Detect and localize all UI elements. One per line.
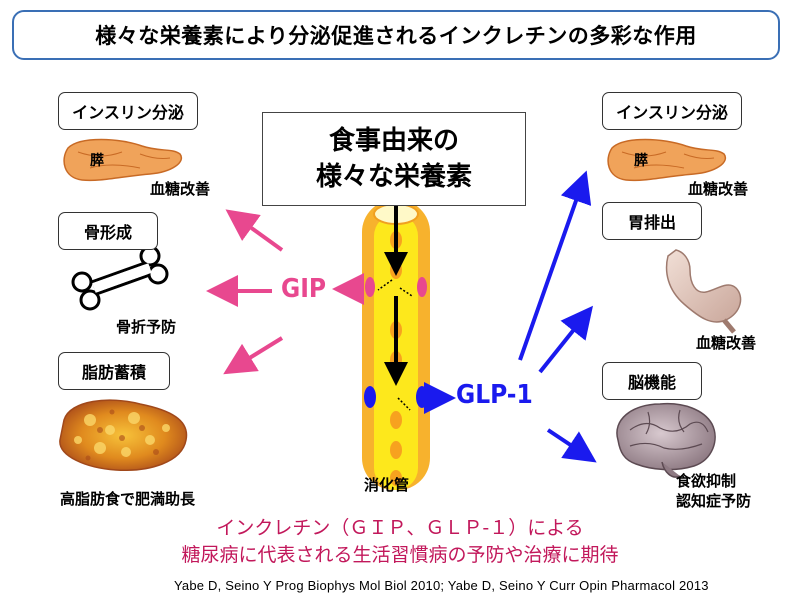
footer-line-2: 糖尿病に代表される生活習慣病の予防や治療に期待 — [181, 544, 619, 566]
nutrient-source-box: 食事由来の 様々な栄養素 — [262, 112, 526, 206]
left-fat-effect: 高脂肪食で肥満助長 — [60, 490, 196, 508]
right-gastric-box: 胃排出 — [602, 202, 702, 240]
right-pancreas-label: 膵 — [634, 153, 648, 169]
citation: Yabe D, Seino Y Prog Biophys Mol Biol 20… — [174, 578, 709, 593]
right-gastric-label: 胃排出 — [627, 213, 676, 232]
brain-icon — [616, 402, 716, 478]
glp1-arrows — [424, 170, 597, 463]
l-cell-left — [364, 386, 376, 408]
right-gastric-effect: 血糖改善 — [696, 334, 757, 352]
right-insulin-effect: 血糖改善 — [688, 180, 749, 198]
left-fat-label: 脂肪蓄積 — [81, 363, 146, 382]
title-box: 様々な栄養素により分泌促進されるインクレチンの多彩な作用 — [12, 10, 780, 60]
gip-arrows — [206, 209, 364, 375]
right-insulin-label: インスリン分泌 — [616, 103, 728, 122]
k-cell-right — [417, 277, 427, 297]
left-bone-effect: 骨折予防 — [116, 318, 177, 336]
left-bone-box: 骨形成 — [58, 212, 158, 250]
left-insulin-box: インスリン分泌 — [58, 92, 198, 130]
k-cell-left — [365, 277, 375, 297]
right-brain-label: 脳機能 — [627, 373, 676, 392]
left-bone-label: 骨形成 — [83, 223, 132, 242]
right-brain-effect-2: 認知症予防 — [676, 492, 752, 510]
nutrient-line-2: 様々な栄養素 — [315, 162, 472, 192]
pancreas-icon-left — [63, 138, 183, 182]
stomach-icon — [665, 249, 742, 334]
l-cell-right — [416, 386, 428, 408]
gut-label: 消化管 — [364, 476, 410, 494]
left-fat-box: 脂肪蓄積 — [58, 352, 170, 390]
gut-tube — [362, 200, 430, 490]
glp1-label: GLP-1 — [456, 380, 533, 410]
gip-label: GIP — [281, 274, 327, 304]
right-brain-effect-1: 食欲抑制 — [676, 472, 737, 490]
left-pancreas-label: 膵 — [90, 153, 104, 169]
pancreas-icon-right — [607, 138, 727, 182]
nutrient-line-1: 食事由来の — [328, 126, 459, 156]
right-brain-box: 脳機能 — [602, 362, 702, 400]
right-insulin-box: インスリン分泌 — [602, 92, 742, 130]
bone-icon — [71, 245, 169, 311]
footer-line-1: インクレチン（ＧＩＰ、ＧＬＰ-１）による — [216, 517, 584, 539]
left-insulin-label: インスリン分泌 — [72, 103, 184, 122]
page-title: 様々な栄養素により分泌促進されるインクレチンの多彩な作用 — [95, 24, 697, 48]
fat-tissue-icon — [59, 399, 188, 471]
left-insulin-effect: 血糖改善 — [150, 180, 211, 198]
